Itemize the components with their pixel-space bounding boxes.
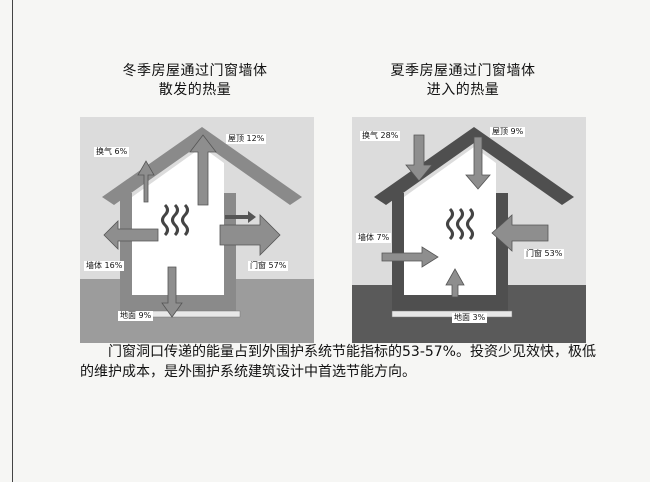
summer-label-ventilation: 换气 28% (360, 131, 401, 141)
caption-paragraph: 门窗洞口传递的能量占到外围护系统节能指标的53-57%。投资少见效快，极低的维护… (80, 344, 596, 380)
winter-right-wall (224, 193, 236, 311)
summer-label-wall: 墙体 7% (356, 233, 392, 243)
summer-label-doors-windows: 门窗 53% (524, 249, 565, 259)
winter-left-wall (120, 193, 132, 311)
summer-ventilation-arrow (405, 134, 433, 182)
summer-house-graphic (352, 117, 586, 343)
summer-title-line2: 进入的热量 (426, 82, 500, 98)
winter-label-wall: 墙体 16% (84, 261, 125, 271)
summer-title-line1: 夏季房屋通过门窗墙体 (390, 63, 536, 79)
winter-heat-icon (161, 203, 189, 237)
summer-floor-slab (392, 295, 508, 311)
page-border-line (12, 0, 13, 482)
winter-label-floor: 地面 9% (118, 311, 154, 321)
winter-label-doors-windows: 门窗 57% (248, 261, 289, 271)
winter-roof-arrow (189, 134, 217, 206)
summer-wall-arrow (381, 246, 439, 268)
winter-small-arrow (225, 211, 256, 223)
winter-title: 冬季房屋通过门窗墙体 散发的热量 (90, 62, 300, 100)
summer-floor-arrow (445, 268, 465, 298)
summer-window-arrow (491, 214, 549, 252)
winter-title-line2: 散发的热量 (158, 82, 232, 98)
winter-house-graphic (80, 117, 314, 343)
summer-roof-arrow (465, 136, 491, 190)
summer-label-roof: 屋顶 9% (490, 127, 526, 137)
summer-heat-icon (446, 207, 474, 241)
winter-title-line1: 冬季房屋通过门窗墙体 (122, 63, 268, 79)
summer-house-diagram: 换气 28% 屋顶 9% 墙体 7% 门窗 53% 地面 3% (352, 117, 586, 343)
winter-floor-arrow (161, 266, 183, 318)
winter-wall-arrow (103, 220, 159, 250)
winter-house-diagram: 换气 6% 屋顶 12% 墙体 16% 门窗 57% 地面 9% (80, 117, 314, 343)
summer-left-wall (392, 193, 404, 311)
winter-window-arrow (219, 214, 281, 256)
summer-label-floor: 地面 3% (452, 313, 488, 323)
winter-label-ventilation: 换气 6% (94, 147, 130, 157)
summer-title: 夏季房屋通过门窗墙体 进入的热量 (358, 62, 568, 100)
winter-ventilation-arrow (137, 160, 155, 203)
summer-right-wall (496, 193, 508, 311)
winter-label-roof: 屋顶 12% (226, 134, 267, 144)
